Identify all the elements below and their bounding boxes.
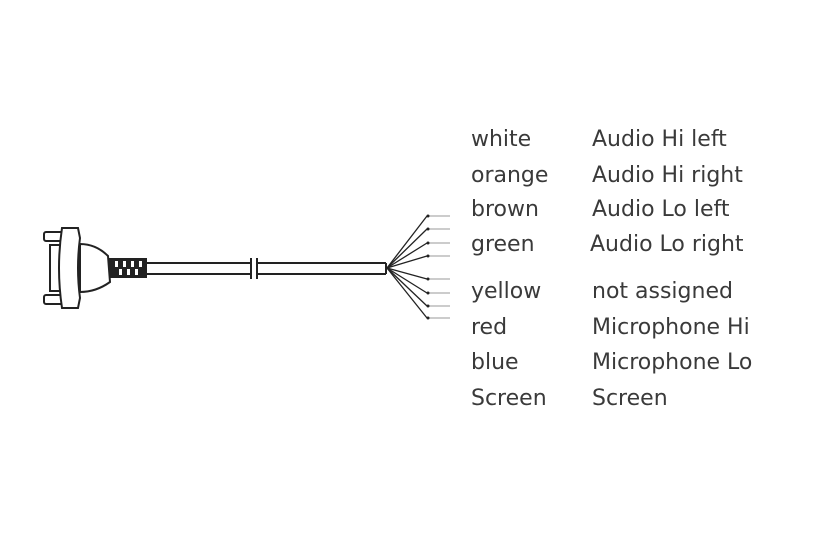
wire-color-label: Screen — [471, 386, 547, 411]
signal-label: Audio Lo right — [590, 232, 744, 257]
cable — [146, 258, 387, 279]
wire-color-label: yellow — [471, 279, 542, 304]
signal-label: Audio Hi left — [592, 127, 727, 152]
connector — [43, 227, 147, 309]
wire-fan — [386, 215, 428, 319]
wire-ends — [428, 215, 450, 319]
signal-label: Microphone Hi — [592, 315, 750, 340]
connector-body — [79, 242, 112, 294]
wire-color-label: green — [471, 232, 535, 257]
signal-label: Audio Lo left — [592, 197, 730, 222]
wire-color-label: orange — [471, 163, 549, 188]
signal-label: Screen — [592, 386, 668, 411]
wire-color-label: brown — [471, 197, 539, 222]
signal-label: not assigned — [592, 279, 733, 304]
wire-color-label: blue — [471, 350, 519, 375]
signal-label: Audio Hi right — [592, 163, 743, 188]
signal-label: Microphone Lo — [592, 350, 753, 375]
wire-color-label: white — [471, 127, 532, 152]
connector-flange — [58, 227, 82, 309]
wire-color-label: red — [471, 315, 508, 340]
